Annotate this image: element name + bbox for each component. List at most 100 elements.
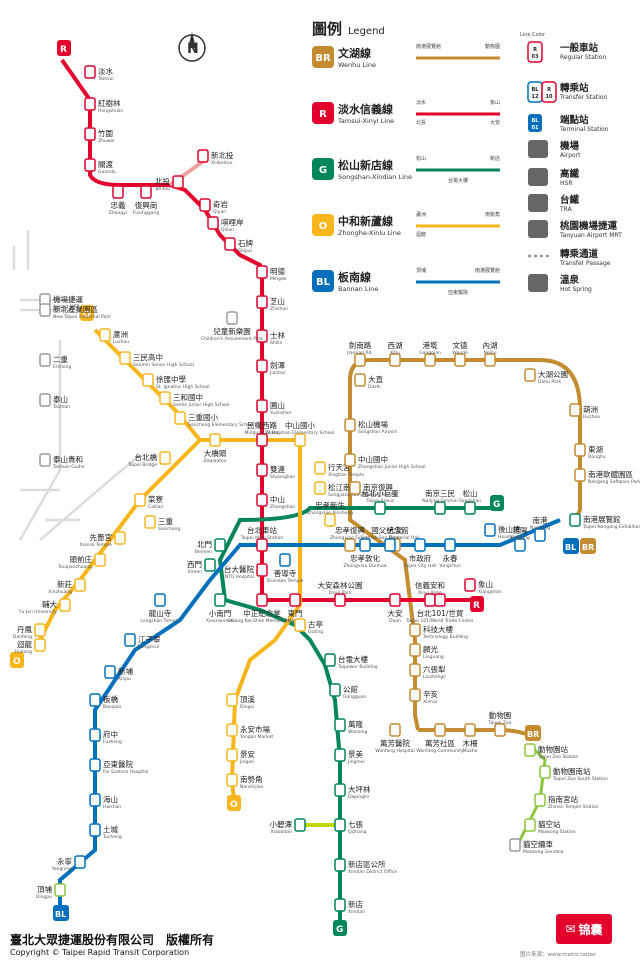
station-chiang-kai-shek-memorial-hall[interactable]: 中正紀念堂Chiang Kai-Shek Memorial Hall: [227, 593, 297, 624]
station-neihu[interactable]: 內湖Neihu: [483, 341, 498, 367]
station-yongchun[interactable]: 永春Yongchun: [438, 538, 461, 569]
station-qiyan[interactable]: 奇岩Qiyan: [199, 198, 228, 215]
station-erchong[interactable]: 二重Erchong: [39, 353, 72, 370]
station-songshan-airport[interactable]: 松山機場Songshan Airport: [344, 418, 397, 435]
station-xiaobitan[interactable]: 小碧潭Xiaobitan: [270, 818, 306, 835]
station-donghu[interactable]: 東湖Donghu: [574, 443, 606, 460]
station-wanfang-community[interactable]: 萬芳社區Wanfang Community: [416, 723, 464, 754]
station-ntu-hospital[interactable]: 台大醫院NTU Hospital: [224, 563, 268, 580]
station-nangang[interactable]: 南港Nangang: [530, 515, 550, 542]
station-wanfang-hospital[interactable]: 萬芳醫院Wanfang Hospital: [375, 723, 415, 754]
station-touqianzhuang[interactable]: 頭前庄Touqianzhuang: [57, 553, 106, 570]
station-dingxi[interactable]: 頂溪Dingxi: [226, 693, 255, 710]
station-yuanshan[interactable]: 圓山Yuanshan: [256, 399, 292, 416]
station-daan[interactable]: 大安Daan: [388, 593, 403, 624]
station-dahu-park[interactable]: 大湖公園Dahu Park: [524, 368, 568, 385]
station-taishan-guihe[interactable]: 泰山貴和Taishan Guihe: [39, 453, 85, 470]
station-nanjing-fuxing[interactable]: 南京復興Nanjing Fuxing: [349, 481, 397, 498]
station-beimen[interactable]: 北門Beimen: [195, 538, 226, 555]
station-banqiao[interactable]: 板橋Banqiao: [89, 693, 122, 710]
station-dapinglin[interactable]: 大坪林Dapinglin: [334, 783, 371, 800]
station-dazhi[interactable]: 大直Dazhi: [354, 373, 383, 390]
station-shuanglian[interactable]: 雙連Shuanglian: [256, 463, 295, 480]
station-taipei-nangang-exhibition-center[interactable]: 南港展覽館Taipei Nangang Exhibition Center: [569, 513, 640, 530]
station-xiaonanmen[interactable]: 小南門Xiaonanmen: [206, 593, 234, 624]
station-taipower-building[interactable]: 台電大樓Taipower Building: [324, 653, 378, 670]
station-xindian[interactable]: 新店Xindian: [334, 898, 365, 915]
station-linguang[interactable]: 麟光Linguang: [409, 643, 444, 660]
station-tamsui[interactable]: 淡水Tamsui: [84, 65, 114, 82]
station-taipei-zoo-station[interactable]: 動物園站Taipei Zoo Station: [524, 743, 578, 760]
station-taishan[interactable]: 泰山Taishan: [39, 393, 70, 410]
station-tucheng[interactable]: 土城Tucheng: [89, 823, 122, 840]
station-maokong-station[interactable]: 貓空站Maokong Station: [524, 818, 576, 835]
station-taipei-arena[interactable]: 台北小巨蛋Taipei Arena: [361, 488, 399, 515]
station-zhishan[interactable]: 芝山Zhishan: [256, 295, 288, 312]
station-daqiaotou[interactable]: 大橋頭Daqiaotou: [203, 433, 227, 464]
station-guandu[interactable]: 關渡Guandu: [84, 158, 116, 175]
station-st-ignatius-high-school[interactable]: 徐匯中學St. Ignatius High School: [142, 373, 210, 390]
station-houshanpi[interactable]: 後山埤Houshanpi: [484, 523, 522, 540]
station-daan-park[interactable]: 大安森林公園Daan Park: [318, 580, 363, 607]
station-huilong[interactable]: 迴龍Huilong: [15, 638, 46, 655]
station-taipei-zoo[interactable]: 動物園Taipei Zoo: [488, 710, 512, 737]
station-technology-building[interactable]: 科技大樓Technology Building: [409, 623, 468, 640]
station-dingpu[interactable]: 頂埔Dingpu: [36, 883, 66, 900]
station-shandao-temple[interactable]: 善導寺Shandao Temple: [266, 553, 304, 584]
station-maokong-gondola[interactable]: 貓空纜車Maokong Gondola: [509, 838, 564, 855]
station-danfeng[interactable]: 丹鳳Danfeng: [13, 623, 46, 640]
station-huzhou[interactable]: 葫洲Huzhou: [569, 403, 600, 420]
station-sanmin-senior-high-school[interactable]: 三民高中Sanmin Senior High School: [119, 351, 194, 368]
station-xindian-district-office[interactable]: 新店區公所Xindian District Office: [334, 858, 397, 875]
station-xihu[interactable]: 西湖Xihu: [388, 341, 403, 367]
station-kunyang[interactable]: 昆陽Kunyang: [510, 526, 530, 552]
station-sanchong[interactable]: 三重Sanchong: [144, 515, 180, 532]
station-fu-jen-university[interactable]: 輔大Fu Jen University: [19, 598, 71, 615]
station-taipei-101-world-trade-center[interactable]: 台北101/世貿Taipei 101/World Trade Center: [405, 593, 474, 624]
station-zhongshan-junior-high-school[interactable]: 中山國中Zhongshan Junior High School: [344, 453, 426, 470]
station-yongning[interactable]: 永寧Yongning: [51, 855, 86, 872]
station-mingde[interactable]: 明德Mingde: [256, 265, 287, 282]
station-jiantan[interactable]: 劍潭Jiantan: [256, 359, 286, 376]
station-taipei-bridge[interactable]: 台北橋Taipei Bridge: [127, 451, 171, 468]
station-xinzhuang[interactable]: 新莊Xinzhuang: [48, 578, 86, 595]
station-gongguan[interactable]: 公館Gongguan: [329, 683, 366, 700]
station-guting[interactable]: 古亭Guting: [294, 618, 323, 635]
station-jiannan-rd-[interactable]: 劍南路Jiannan Rd.: [346, 340, 373, 367]
station-cailiao[interactable]: 菜寮Cailiao: [134, 493, 163, 510]
station-sun-yat-sen-memorial-hall[interactable]: 國父紀念館Sun Yat-Sen Memorial Hall: [360, 525, 420, 552]
station-fuzhong[interactable]: 府中Fuzhong: [89, 728, 122, 745]
station-zhongxiao-xinsheng[interactable]: 忠孝新生Zhongxiao Xinsheng: [307, 500, 353, 527]
station-luzhou[interactable]: 蘆洲Luzhou: [99, 328, 129, 345]
station-wende[interactable]: 文德Wende: [452, 340, 468, 367]
station-taipei-city-hall[interactable]: 市政府Taipei City Hall: [402, 538, 437, 569]
station-jiangzicui[interactable]: 江子翠Jiangzicui: [124, 633, 161, 650]
station-songshan[interactable]: 松山Songshan: [459, 488, 481, 515]
station-jingan[interactable]: 景安Jingan: [226, 748, 255, 765]
station-zhongshan[interactable]: 中山Zhongshan: [256, 493, 295, 510]
station-zhongyi[interactable]: 忠義Zhongyi: [109, 185, 127, 216]
station-taipei-main-station[interactable]: 台北車站Taipei Main Station: [240, 525, 284, 552]
station-taipei-zoo-south-station[interactable]: 動物園南站Taipei Zoo South Station: [539, 765, 608, 782]
station-haishan[interactable]: 海山Haishan: [89, 793, 121, 810]
station-zhongxiao-fuxing[interactable]: 忠孝復興Zhongxiao Fuxing: [330, 525, 370, 552]
station-shilin[interactable]: 士林Shilin: [256, 329, 285, 346]
station-xinpu[interactable]: 新埔Xinpu: [104, 665, 133, 682]
station-xianse-temple[interactable]: 先嗇宮Xianse Temple: [80, 531, 126, 548]
station-qilian[interactable]: 唭哩岸Qilian: [207, 216, 244, 233]
station-muzha[interactable]: 木柵Muzha: [463, 723, 478, 754]
station-xinhai[interactable]: 辛亥Xinhai: [409, 688, 438, 705]
station-minquan-w-rd-[interactable]: 民權西路Minquan W. Rd.: [245, 420, 280, 447]
station-new-taipei-industrial-park[interactable]: 新北產業園區New Taipei Industrial Park: [39, 303, 111, 320]
station-xinbeitou[interactable]: 新北投Xinbeitou: [197, 149, 234, 166]
station-zhinan-temple-station[interactable]: 指南宮站Zhinan Temple Station: [534, 793, 599, 810]
station-nanshijiao[interactable]: 南勢角Nanshijiao: [226, 773, 264, 790]
station-sanchong-elementary-school[interactable]: 三重國小Sanchong Elementary School: [174, 411, 254, 428]
station-yongan-market[interactable]: 永安市場Yongan Market: [226, 723, 273, 740]
station-zhuwei[interactable]: 竹圍Zhuwei: [84, 127, 115, 144]
station-fuxinggang[interactable]: 復興崗Fuxinggang: [133, 185, 159, 216]
station-hongshulin[interactable]: 紅樹林Hongshulin: [84, 97, 123, 114]
station-gangqian[interactable]: 港墘Gangqian: [419, 340, 441, 367]
station-wanlong[interactable]: 萬隆Wanlong: [334, 718, 368, 735]
station-ximen[interactable]: 西門Ximen: [187, 558, 216, 575]
